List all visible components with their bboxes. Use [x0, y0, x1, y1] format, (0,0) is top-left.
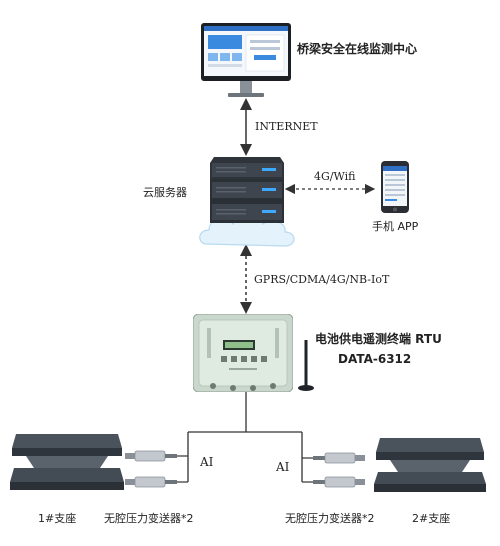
- rtu-title-label: 电池供电遥测终端 RTU: [315, 332, 442, 346]
- transmitter-left-label: 无腔压力变送器*2: [104, 512, 194, 525]
- pressure-transmitter-icon: [125, 450, 177, 462]
- rtu-model-label: DATA-6312: [338, 352, 412, 366]
- smartphone-icon: [381, 161, 409, 213]
- ai-left-label: AI: [200, 455, 214, 469]
- mobile-app-label: 手机 APP: [372, 220, 419, 233]
- ai-right-label: AI: [276, 460, 290, 474]
- bridge-bearing-icon: [374, 438, 486, 492]
- internet-label: INTERNET: [255, 120, 318, 133]
- transmitter-right-label: 无腔压力变送器*2: [285, 512, 375, 525]
- pressure-transmitter-icon: [313, 452, 365, 464]
- cloud-server-label: 云服务器: [143, 186, 187, 199]
- link-gprs-label: GPRS/CDMA/4G/NB-IoT: [254, 273, 390, 286]
- monitor-center-label: 桥梁安全在线监测中心: [297, 42, 418, 56]
- pressure-transmitter-icon: [313, 476, 365, 488]
- support-1-label: 1#支座: [38, 512, 77, 525]
- desktop-monitor-icon: [201, 23, 291, 97]
- server-stack-icon: [210, 157, 284, 223]
- antenna-icon: [298, 340, 314, 391]
- bridge-bearing-icon: [10, 434, 124, 490]
- pressure-transmitter-icon: [125, 476, 177, 488]
- support-2-label: 2#支座: [412, 512, 451, 525]
- link-4g-wifi-label: 4G/Wifi: [314, 170, 356, 183]
- rtu-terminal-icon: [193, 314, 293, 392]
